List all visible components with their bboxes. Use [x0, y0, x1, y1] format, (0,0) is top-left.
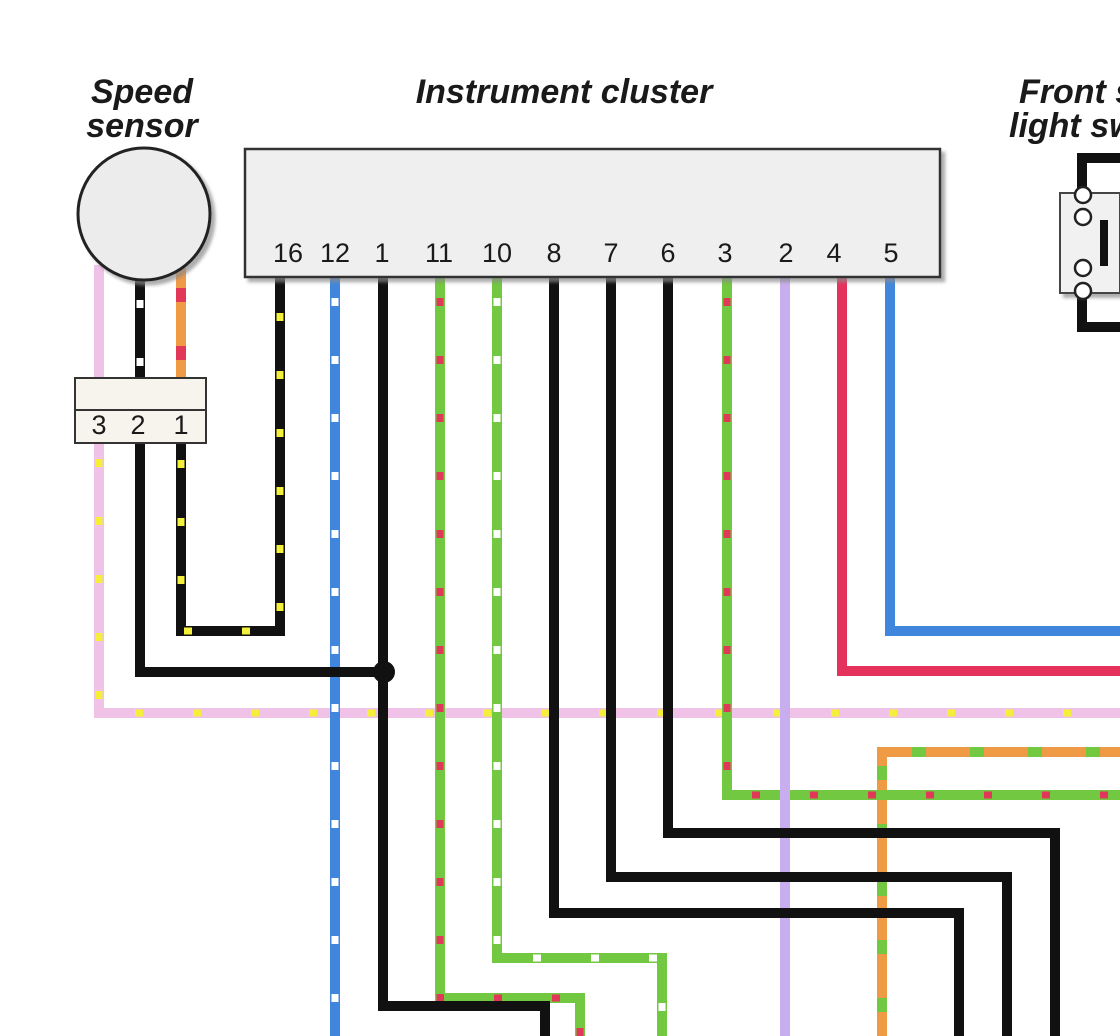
- speed-sensor-title-line1: Speed: [91, 73, 194, 111]
- cluster-pin-label-4: 4: [826, 238, 841, 268]
- junction-dot: [373, 661, 395, 683]
- speed-sensor-body: [76, 146, 212, 282]
- wire-pin11-green-red: [435, 278, 585, 1036]
- switch-terminal: [1073, 207, 1093, 227]
- front-switch-title-line1: Front s: [1019, 73, 1120, 111]
- cluster-pin-label-16: 16: [273, 238, 303, 268]
- wire-sensor-pin1-black-yellow: [176, 278, 285, 636]
- cluster-pin-label-5: 5: [883, 238, 898, 268]
- cluster-pin-label-6: 6: [660, 238, 675, 268]
- sensor-pin-label-3: 3: [91, 410, 106, 440]
- switch-terminal: [1073, 281, 1093, 301]
- instrument-cluster-body: [243, 147, 942, 279]
- switch-terminal: [1073, 185, 1093, 205]
- sensor-pin-label-2: 2: [130, 410, 145, 440]
- instrument-cluster-title: Instrument cluster: [416, 73, 714, 111]
- wire-pin3-green-red: [722, 278, 1120, 800]
- sensor-pin-label-1: 1: [173, 410, 188, 440]
- cluster-pin-label-7: 7: [603, 238, 618, 268]
- wire-pin6-black: [663, 278, 1060, 1036]
- wire-pin10-green-white: [492, 278, 667, 1036]
- cluster-pin-label-1: 1: [374, 238, 389, 268]
- wire-pin4-red: [837, 278, 1120, 676]
- wire-pin7-black: [606, 278, 1012, 1036]
- cluster-pin-label-8: 8: [546, 238, 561, 268]
- cluster-pin-label-2: 2: [778, 238, 793, 268]
- wire-pin8-black: [549, 278, 964, 1036]
- speed-sensor-title-line2: sensor: [86, 107, 199, 145]
- cluster-pin-label-12: 12: [320, 238, 350, 268]
- cluster-pin-label-3: 3: [717, 238, 732, 268]
- switch-terminal: [1073, 258, 1093, 278]
- cluster-pin-label-10: 10: [482, 238, 512, 268]
- front-stop-light-switch: [1059, 153, 1120, 332]
- front-switch-title-line2: light sw: [1009, 107, 1120, 145]
- wire-layer: [94, 265, 1120, 1036]
- wire-orange-green: [877, 747, 1120, 1036]
- cluster-pin-label-11: 11: [425, 238, 453, 268]
- wire-pin5-blue: [885, 278, 1120, 636]
- speed-sensor-connector: [74, 377, 207, 444]
- wire-pin1-black: [378, 278, 550, 1036]
